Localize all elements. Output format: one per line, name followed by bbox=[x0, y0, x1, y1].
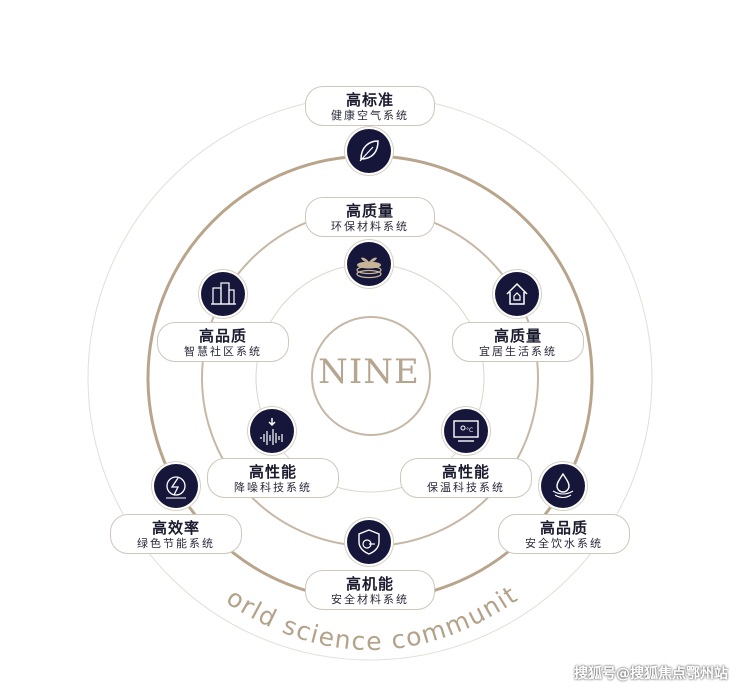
leaf-icon bbox=[347, 129, 391, 173]
label-title: 高品质 bbox=[198, 327, 247, 345]
label-title: 高效率 bbox=[151, 519, 200, 537]
label-right-upper: 高质量 宜居生活系统 bbox=[452, 322, 584, 362]
label-subtitle: 安全材料系统 bbox=[331, 593, 409, 606]
shield-icon bbox=[347, 520, 391, 564]
label-title: 高性能 bbox=[441, 463, 490, 481]
buildings-icon bbox=[201, 272, 245, 316]
label-right-lower: 高性能 保温科技系统 bbox=[400, 458, 532, 498]
label-subtitle: 安全饮水系统 bbox=[525, 537, 603, 550]
label-left-upper: 高品质 智慧社区系统 bbox=[157, 322, 289, 362]
house-icon bbox=[495, 272, 539, 316]
plant-layers-icon bbox=[347, 242, 391, 286]
label-subtitle: 环保材料系统 bbox=[331, 220, 409, 233]
label-left-lower: 高性能 降噪科技系统 bbox=[207, 458, 339, 498]
label-outer-left: 高效率 绿色节能系统 bbox=[110, 514, 242, 554]
monitor-icon: °C bbox=[444, 409, 488, 453]
label-subtitle: 智慧社区系统 bbox=[184, 345, 262, 358]
watermark: 搜狐号@搜狐焦点鄂州站 bbox=[574, 666, 728, 682]
label-title: 高质量 bbox=[493, 327, 542, 345]
svg-text:°C: °C bbox=[466, 427, 473, 434]
label-top: 高标准 健康空气系统 bbox=[305, 86, 435, 126]
label-title: 高性能 bbox=[248, 463, 297, 481]
label-subtitle: 绿色节能系统 bbox=[137, 537, 215, 550]
sound-wave-icon bbox=[250, 409, 294, 453]
label-title: 高质量 bbox=[345, 202, 394, 220]
label-title: 高标准 bbox=[345, 91, 394, 109]
label-bottom: 高机能 安全材料系统 bbox=[305, 570, 435, 610]
label-subtitle: 宜居生活系统 bbox=[479, 345, 557, 358]
center-circle bbox=[311, 316, 431, 436]
label-title: 高品质 bbox=[539, 519, 588, 537]
label-subtitle: 保温科技系统 bbox=[427, 481, 505, 494]
label-mid-top: 高质量 环保材料系统 bbox=[305, 197, 435, 237]
water-drop-icon bbox=[541, 464, 585, 508]
center-logo: NINE bbox=[318, 352, 420, 392]
label-subtitle: 健康空气系统 bbox=[331, 109, 409, 122]
label-subtitle: 降噪科技系统 bbox=[234, 481, 312, 494]
energy-icon bbox=[154, 464, 198, 508]
label-title: 高机能 bbox=[345, 575, 394, 593]
label-outer-right: 高品质 安全饮水系统 bbox=[498, 514, 630, 554]
